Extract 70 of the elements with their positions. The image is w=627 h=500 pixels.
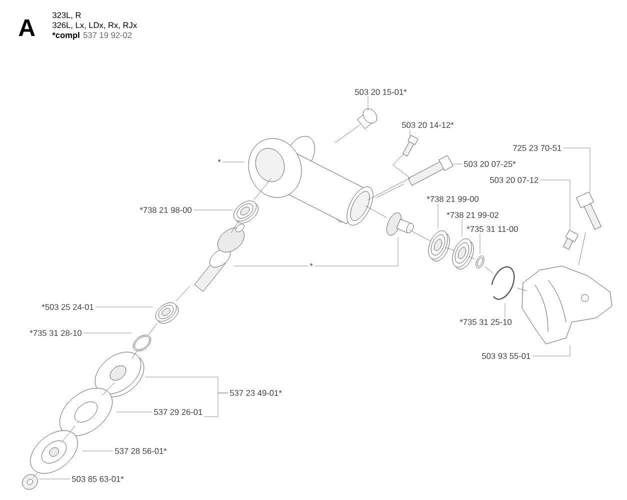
- leader-line: [82, 450, 114, 452]
- part-number: 503 93 55-01: [482, 353, 530, 359]
- disc-drawing: [60, 388, 112, 436]
- screw-drawing: [402, 135, 418, 156]
- part-number: 725 23 70-51: [513, 145, 562, 151]
- leader-line: [204, 392, 228, 417]
- part-number: *: [218, 159, 221, 162]
- part-number: *738 21 98-00: [140, 207, 192, 213]
- centre-line: [366, 206, 387, 218]
- centre-line: [148, 323, 158, 335]
- part-number: 503 20 07-12: [490, 177, 538, 183]
- centre-line: [132, 351, 137, 359]
- part-number: *503 25 24-01: [42, 304, 94, 310]
- gearbox-housing-drawing: [248, 136, 374, 226]
- ring-drawing: [476, 256, 484, 268]
- circlip-drawing: [491, 266, 515, 300]
- model-list: 323L, R: [52, 12, 81, 20]
- centre-line: [102, 382, 115, 396]
- part-number: *735 31 11-00: [466, 226, 518, 232]
- cup-drawing: [30, 430, 78, 474]
- part-number: *738 21 99-02: [446, 212, 498, 218]
- drive-disc-drawing: [94, 352, 144, 398]
- part-number: 537 29 26-01: [154, 409, 202, 415]
- screw-drawing: [563, 230, 578, 250]
- bearing-drawing: [234, 200, 259, 224]
- nut-drawing: [22, 474, 38, 490]
- leader-line: [563, 148, 590, 192]
- kit-note: *compl: [52, 32, 80, 40]
- centre-line: [517, 288, 527, 292]
- leader-line: [532, 344, 570, 356]
- centre-line: [62, 426, 76, 442]
- centre-line: [469, 256, 475, 260]
- leader-line: [38, 478, 70, 480]
- leader-line: [540, 180, 570, 230]
- part-number: 503 20 14-12*: [402, 122, 454, 128]
- centre-line: [368, 153, 410, 200]
- centre-line: [578, 232, 586, 265]
- centre-line: [409, 230, 431, 242]
- leader-line: [95, 306, 154, 308]
- centre-line: [376, 184, 404, 198]
- bearing-drawing: [428, 230, 450, 262]
- pinion-drawing: [386, 212, 414, 236]
- centre-line: [334, 124, 360, 143]
- part-number: 537 28 56-01*: [115, 448, 167, 454]
- centre-line: [485, 266, 493, 274]
- leader-line: [314, 236, 398, 266]
- bearing-drawing: [155, 302, 179, 324]
- part-number: *735 31 25-10: [460, 319, 512, 325]
- gear-shaft-drawing: [194, 224, 245, 292]
- part-number: *735 31 28-10: [30, 330, 82, 336]
- part-number: 503 20 15-01*: [355, 89, 407, 95]
- ring-drawing: [132, 334, 152, 352]
- centre-line: [445, 247, 455, 251]
- part-number: *: [310, 263, 313, 266]
- part-number: *738 21 99-00: [426, 196, 479, 202]
- model-list: 326L, Lx, LDx, Rx, RJx: [52, 22, 137, 30]
- bolt-drawing: [576, 192, 602, 230]
- kit-number: 537 19 92-02: [83, 32, 132, 38]
- section-letter: A: [18, 19, 35, 36]
- part-number: 537 23 49-01*: [230, 390, 282, 396]
- centre-line: [32, 472, 38, 478]
- leader-line: [504, 302, 506, 318]
- part-number: 503 85 63-01*: [72, 476, 124, 482]
- guard-drawing: [522, 266, 612, 344]
- plug-drawing: [357, 108, 378, 130]
- leader-line: [83, 332, 132, 334]
- part-number: 503 20 07-25*: [464, 161, 516, 167]
- bolt-drawing: [408, 155, 454, 186]
- centre-line: [230, 220, 240, 233]
- centre-line: [176, 286, 190, 301]
